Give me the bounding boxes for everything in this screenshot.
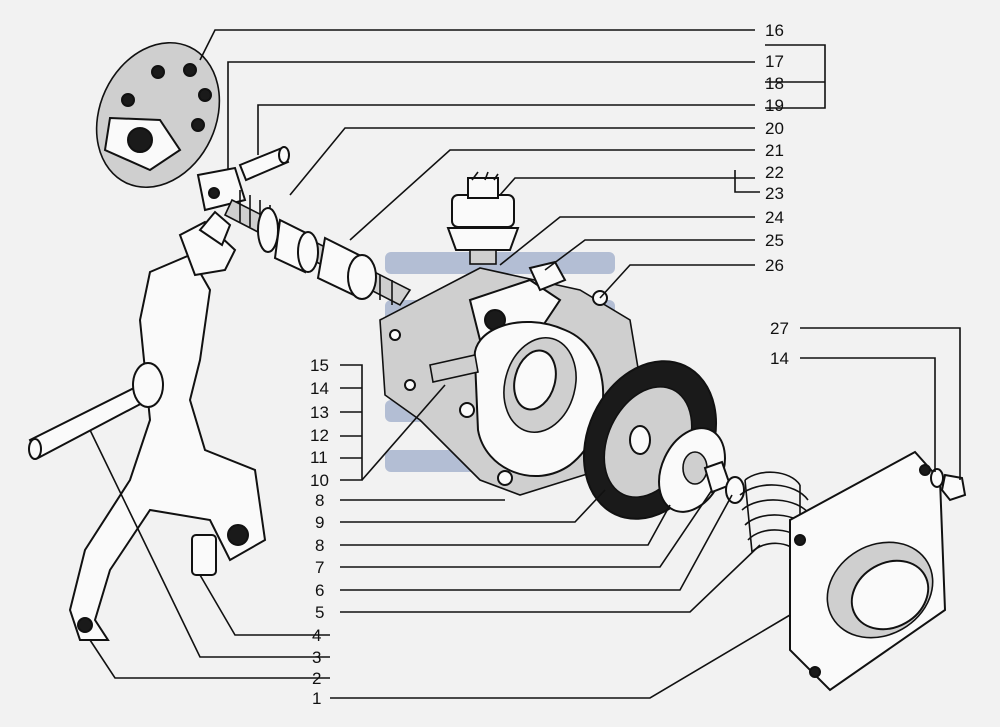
callout-26: 26 <box>765 256 784 275</box>
callout-2: 2 <box>312 669 321 688</box>
callout-9: 9 <box>315 513 324 532</box>
plate-part-16 <box>95 41 221 189</box>
callout-4: 4 <box>312 626 321 645</box>
callout-11: 11 <box>310 448 328 467</box>
nut-part-27 <box>930 468 967 502</box>
callout-14-left: 14 <box>310 379 329 398</box>
callout-8-upper: 8 <box>315 491 324 510</box>
callout-7: 7 <box>315 558 324 577</box>
pin-part-19 <box>238 146 290 182</box>
callout-3: 3 <box>312 648 321 667</box>
cover-part-1 <box>789 450 947 692</box>
disc-part-8 <box>658 427 726 513</box>
callout-8-lower: 8 <box>315 536 324 555</box>
callout-12: 12 <box>310 426 329 445</box>
callout-14-right: 14 <box>770 349 789 368</box>
rod-assembly <box>196 166 412 307</box>
callout-13: 13 <box>310 403 329 422</box>
callout-17: 17 <box>765 52 784 71</box>
sensor-part-22 <box>446 171 520 265</box>
lever-fork <box>28 210 267 641</box>
callout-19: 19 <box>765 96 784 115</box>
callout-15: 15 <box>310 356 329 375</box>
callout-24: 24 <box>765 208 784 227</box>
housing-body <box>379 260 641 496</box>
callout-25: 25 <box>765 231 784 250</box>
callout-23: 23 <box>765 184 784 203</box>
leader-lines <box>89 29 961 699</box>
callout-21: 21 <box>765 141 784 160</box>
callout-20: 20 <box>765 119 784 138</box>
callout-22: 22 <box>765 163 784 182</box>
callout-27: 27 <box>770 319 789 338</box>
callout-5: 5 <box>315 603 324 622</box>
callout-1: 1 <box>312 689 321 708</box>
callout-6: 6 <box>315 581 324 600</box>
callout-labels: 16 17 18 19 20 21 22 23 24 25 26 27 14 1… <box>310 21 789 708</box>
callout-16: 16 <box>765 21 784 40</box>
callout-18: 18 <box>765 74 784 93</box>
callout-10: 10 <box>310 471 329 490</box>
